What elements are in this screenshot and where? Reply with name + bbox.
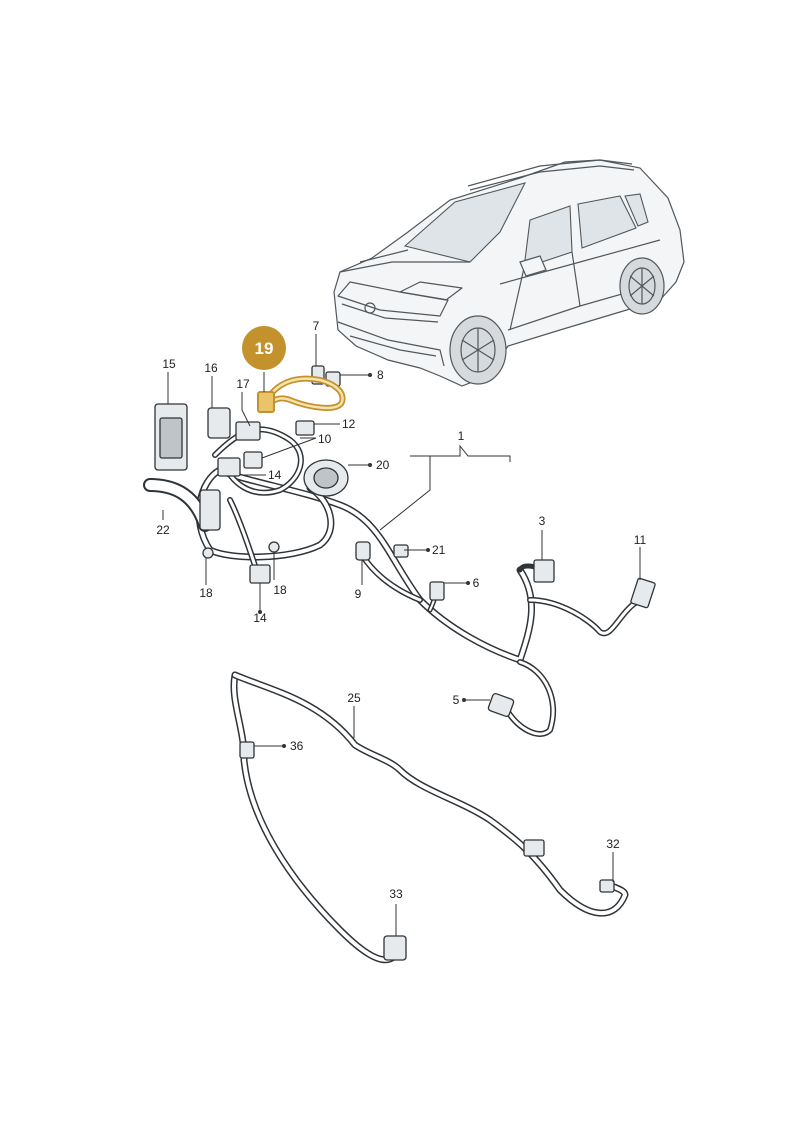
main-harness	[143, 365, 656, 737]
callout-16: 16	[204, 361, 218, 375]
highlight-badge-label: 19	[255, 339, 274, 358]
highlighted-wiring-set[interactable]: 19	[242, 326, 346, 413]
callout-labels: 1 3 5 6 7 8 9 10 11 12 14 14 15 16 17 18…	[156, 319, 646, 901]
callout-6: 6	[473, 576, 480, 590]
leader-lines	[162, 334, 641, 936]
callout-12: 12	[342, 417, 356, 431]
highlight-badge[interactable]	[242, 326, 286, 370]
callout-32: 32	[606, 837, 620, 851]
callout-14-upper: 14	[268, 468, 282, 482]
callout-10: 10	[318, 432, 332, 446]
callout-15: 15	[162, 357, 176, 371]
callout-33: 33	[389, 887, 403, 901]
rear-harness	[230, 671, 629, 964]
callout-9: 9	[355, 587, 362, 601]
callout-7: 7	[313, 319, 320, 333]
callout-1: 1	[458, 429, 465, 443]
callout-25: 25	[347, 691, 361, 705]
callout-18-left: 18	[199, 586, 213, 600]
callout-8: 8	[377, 368, 384, 382]
callout-17: 17	[236, 377, 250, 391]
callout-5: 5	[453, 693, 460, 707]
callout-36: 36	[290, 739, 304, 753]
callout-11: 11	[634, 533, 647, 547]
vehicle-illustration	[333, 159, 685, 387]
callout-22: 22	[156, 523, 170, 537]
callout-14-lower: 14	[253, 611, 267, 625]
callout-20: 20	[376, 458, 390, 472]
callout-3: 3	[539, 514, 546, 528]
callout-21: 21	[432, 543, 446, 557]
callout-18-right: 18	[273, 583, 287, 597]
